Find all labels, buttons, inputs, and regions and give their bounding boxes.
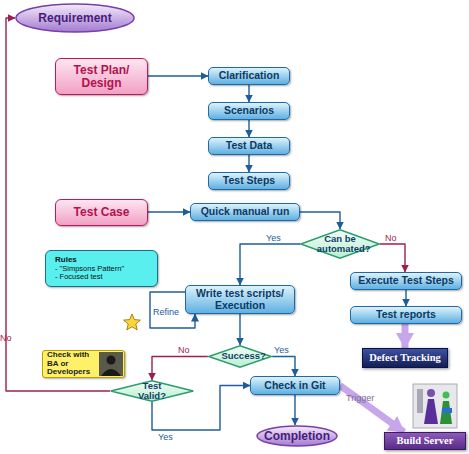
node-label: Can be automated?: [317, 234, 363, 255]
node-label: - Focused test: [55, 273, 103, 281]
star-icon: [124, 314, 141, 330]
decision-diamond: Success?: [208, 345, 272, 368]
flow-arrow: [405, 290, 406, 306]
flow-arrow: [380, 244, 405, 272]
node-label: Test Plan/ Design: [62, 64, 141, 90]
trigger-arrow: [402, 324, 409, 348]
illustration-figure: [440, 401, 452, 424]
edge-label: Yes: [158, 433, 173, 442]
illustration-head: [427, 389, 435, 397]
note-heading: Rules: [55, 256, 77, 265]
node-label: Test Data: [226, 140, 273, 151]
process-box: Scenarios: [208, 102, 290, 120]
edge-label: Yes: [274, 346, 289, 355]
flow-arrow: [272, 357, 295, 377]
node-label: Defect Tracking: [369, 352, 441, 363]
rules-note: Rules- "Simpsons Pattern"- Focused test: [45, 250, 158, 287]
flow-arrow: [152, 357, 208, 381]
edge-label: Yes: [266, 234, 281, 243]
start-ellipse: Requirement: [15, 3, 135, 33]
node-label: - "Simpsons Pattern": [55, 265, 124, 273]
ellipse-shape: [257, 426, 337, 446]
ellipse-shape: [16, 4, 134, 32]
node-label: Build Server: [397, 435, 454, 446]
edge-label: No: [178, 346, 190, 355]
node-label: Write test scripts/ Execution: [188, 288, 292, 311]
flow-arrow: [248, 120, 249, 137]
node-label: Check in Git: [264, 380, 325, 391]
node-label: Execute Test Steps: [358, 275, 454, 286]
illustration-detail: [442, 408, 452, 413]
node-label: Test Steps: [223, 175, 275, 186]
node-label: Success?: [221, 351, 258, 361]
process-box: Execute Test Steps: [350, 272, 462, 290]
node-label: Completion: [264, 430, 330, 443]
flow-arrow: [248, 85, 249, 102]
phase-box: Test Plan/ Design: [55, 58, 148, 95]
node-label: Test Case: [74, 206, 130, 219]
process-box: Quick manual run: [190, 203, 300, 221]
decision-diamond: Test Valid?: [110, 380, 194, 402]
process-box: Test Data: [208, 137, 290, 155]
system-box: Defect Tracking: [362, 348, 448, 368]
callout-box: Check with BA or Developers: [42, 350, 125, 378]
process-box: Test Steps: [208, 172, 290, 190]
flow-arrow: [294, 395, 295, 425]
edge-label: No: [0, 334, 12, 343]
end-ellipse: Completion: [256, 425, 338, 447]
decision-diamond: Can be automated?: [300, 229, 380, 259]
illustration-figure: [417, 389, 423, 413]
illustration-frame: [413, 384, 457, 428]
node-label: Check with BA or Developers: [47, 351, 96, 377]
edge-label: No: [385, 234, 397, 243]
flow-arrow: [239, 314, 240, 345]
system-box: Build Server: [384, 432, 466, 450]
flow-arrow: [240, 244, 300, 285]
node-label: Test Valid?: [128, 381, 177, 402]
node-label: Test reports: [376, 309, 436, 320]
process-box: Write test scripts/ Execution: [185, 285, 295, 314]
node-label: Scenarios: [224, 105, 274, 116]
phase-box: Test Case: [55, 199, 148, 226]
build-server-illustration: [413, 384, 457, 428]
diamond-shape: [111, 381, 194, 402]
flow-arrow: [148, 211, 190, 212]
process-box: Clarification: [208, 67, 290, 85]
diamond-shape: [301, 230, 380, 259]
node-label: Requirement: [38, 12, 111, 25]
illustration-head: [443, 392, 450, 399]
flow-arrow: [148, 75, 208, 76]
trigger-arrow: [340, 386, 404, 433]
edge-label: Trigger: [346, 394, 374, 403]
node-label: Clarification: [219, 70, 280, 81]
node-label: Quick manual run: [201, 206, 290, 217]
flow-arrow: [248, 155, 249, 172]
illustration-figure: [424, 399, 438, 424]
edge-label: Refine: [153, 308, 179, 317]
process-box: Check in Git: [250, 376, 340, 395]
flow-arrow: [300, 212, 340, 229]
process-box: Test reports: [350, 306, 462, 324]
diamond-shape: [209, 346, 272, 368]
